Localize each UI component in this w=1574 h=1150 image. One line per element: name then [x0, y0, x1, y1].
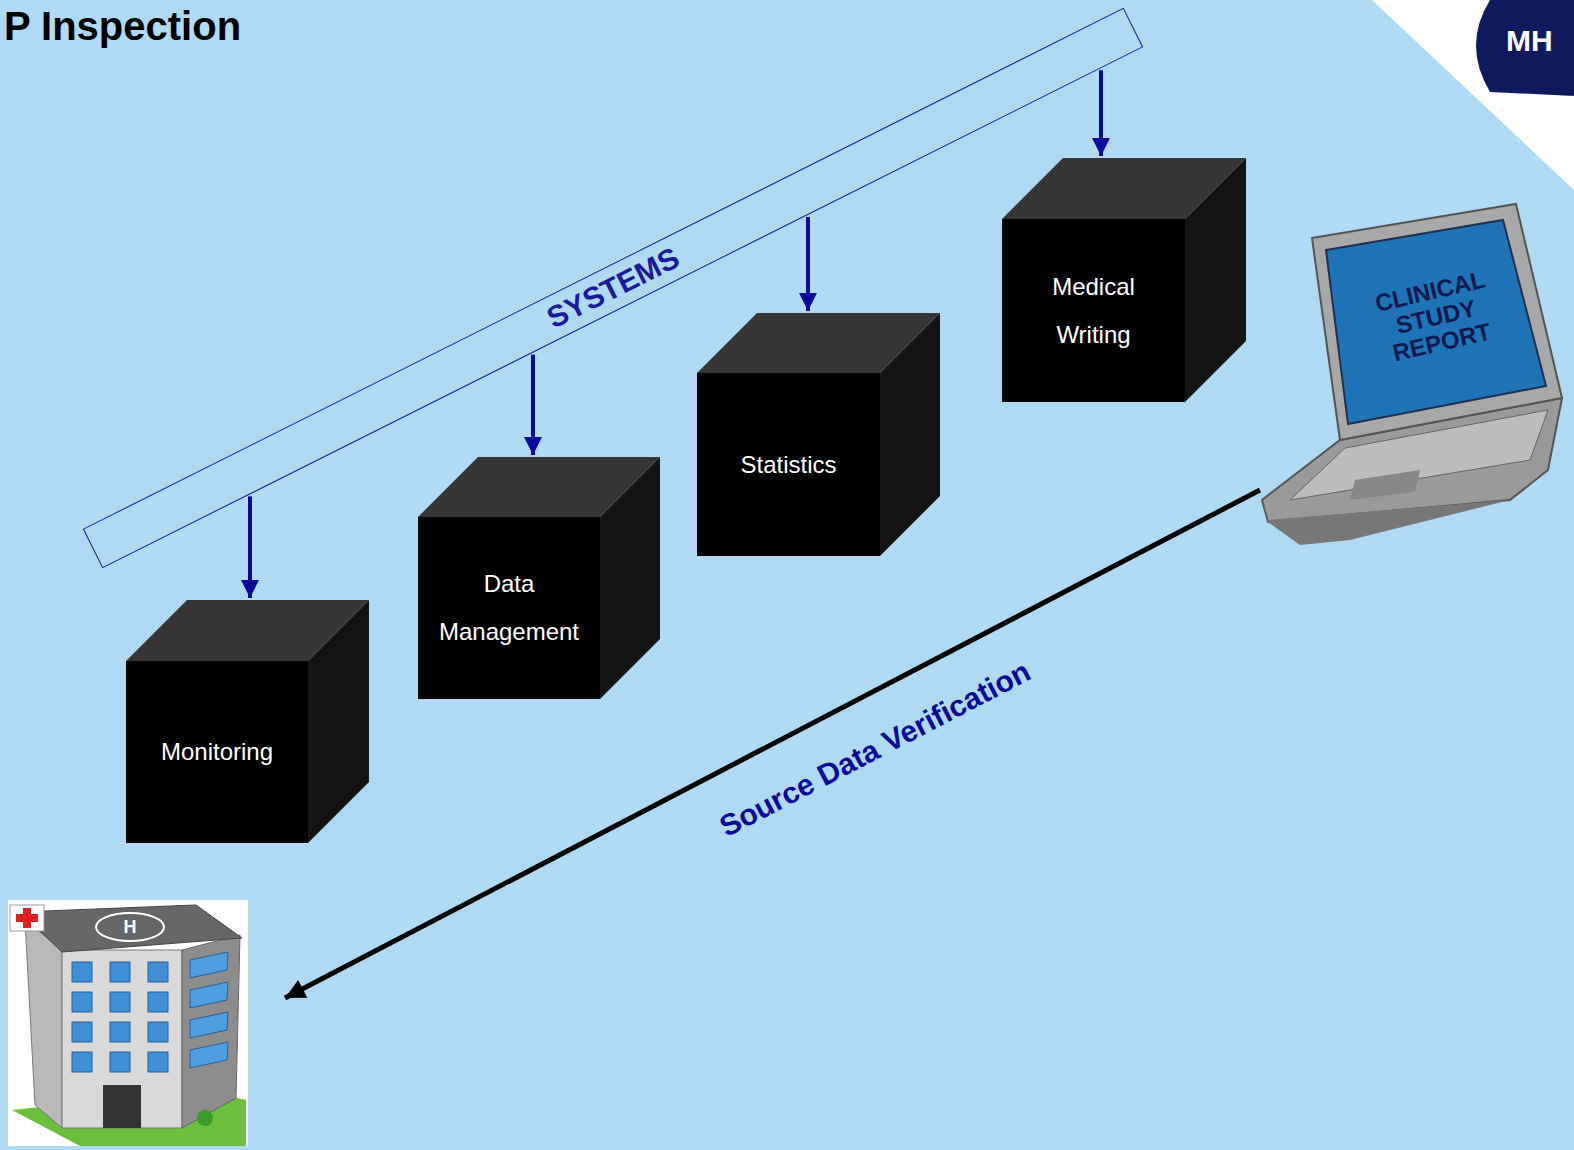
logo-corner: [1372, 0, 1574, 190]
cube-shape: [697, 313, 940, 556]
system-arrow: [1099, 70, 1103, 156]
verification-arrow: [285, 490, 1260, 998]
cube-node: Monitoring: [126, 600, 369, 843]
cube-face: Monitoring: [126, 661, 308, 843]
hospital-node: H: [8, 900, 248, 1146]
helipad-letter: H: [120, 915, 140, 939]
cube-shape: [418, 457, 660, 699]
cube-face: Data Management: [418, 517, 600, 699]
system-arrow: [531, 355, 535, 455]
screen-text: CLINICAL STUDY REPORT: [1349, 261, 1522, 373]
cube-label: Statistics: [704, 441, 874, 489]
hospital-windows: [72, 952, 228, 1072]
cube-face: Medical Writing: [1002, 219, 1185, 402]
cube-label: Monitoring: [132, 728, 302, 776]
cube-shape: [126, 600, 369, 843]
cube-node: Statistics: [697, 313, 940, 556]
cube-label: Medical Writing: [1029, 263, 1159, 359]
hospital-drawing: [8, 900, 248, 1146]
laptop-drawing: [1262, 204, 1562, 545]
cube-node: Medical Writing: [1002, 158, 1246, 402]
cube-label: Data Management: [434, 560, 584, 656]
laptop-node: CLINICAL STUDY REPORT: [1265, 205, 1565, 545]
system-arrow: [248, 496, 252, 598]
page-title: P Inspection: [4, 4, 241, 49]
cube-face: Statistics: [697, 373, 880, 556]
cube-node: Data Management: [418, 457, 660, 699]
band-label: SYSTEMS: [541, 241, 684, 336]
logo-text: MH: [1506, 24, 1553, 58]
system-arrow: [806, 217, 810, 311]
logo-shape: [1476, 0, 1574, 96]
